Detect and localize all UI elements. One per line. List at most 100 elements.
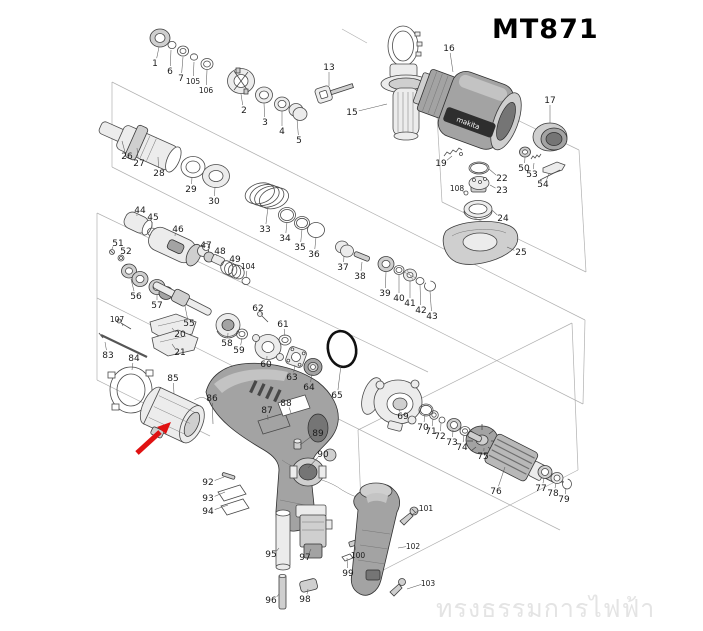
part-73-bearing bbox=[446, 418, 462, 432]
leader-line-94 bbox=[214, 504, 229, 510]
part-label-45: 45 bbox=[147, 213, 158, 223]
leader-line-6 bbox=[170, 49, 172, 67]
part-40-washer bbox=[393, 265, 405, 275]
part-107-screw bbox=[116, 318, 132, 330]
part-29-open-ring bbox=[180, 156, 206, 178]
part-label-97: 97 bbox=[299, 553, 310, 563]
leader-line-85 bbox=[173, 382, 175, 395]
part-2-tool-holder bbox=[227, 67, 255, 95]
part-6-ring bbox=[167, 41, 177, 50]
leader-line-55 bbox=[184, 305, 188, 319]
part-label-42: 42 bbox=[415, 306, 426, 316]
part-label-76: 76 bbox=[490, 487, 502, 497]
leader-line-2 bbox=[240, 93, 243, 106]
part-label-26: 26 bbox=[121, 152, 133, 162]
part-89-cap bbox=[293, 438, 302, 450]
part-4-washer bbox=[274, 96, 290, 112]
part-label-92: 92 bbox=[202, 478, 213, 488]
leader-line-61 bbox=[283, 328, 286, 337]
part-42-o-ring bbox=[415, 277, 425, 285]
part-label-30: 30 bbox=[208, 197, 220, 207]
leader-line-48 bbox=[216, 255, 218, 257]
leader-line-24 bbox=[491, 209, 498, 216]
part-92-pin bbox=[221, 472, 236, 480]
part-label-3: 3 bbox=[262, 118, 268, 128]
part-label-65: 65 bbox=[331, 391, 342, 401]
leader-line-42 bbox=[419, 284, 421, 306]
leader-line-64 bbox=[310, 373, 313, 383]
part-35-ring bbox=[294, 216, 310, 230]
part-drawings: makita bbox=[98, 25, 572, 610]
highlight-arrow-icon bbox=[135, 422, 171, 455]
leader-line-15 bbox=[358, 103, 388, 112]
part-label-102: 102 bbox=[406, 542, 421, 551]
part-label-22: 22 bbox=[496, 174, 507, 184]
leader-line-47 bbox=[204, 248, 206, 251]
part-label-51: 51 bbox=[112, 239, 123, 249]
leader-line-99 bbox=[346, 557, 348, 569]
part-label-47: 47 bbox=[200, 241, 211, 251]
leader-line-43 bbox=[429, 290, 432, 312]
leader-line-49 bbox=[231, 263, 233, 265]
part-label-74: 74 bbox=[456, 443, 468, 453]
leader-line-63 bbox=[293, 364, 296, 373]
part-label-103: 103 bbox=[421, 579, 436, 588]
part-label-85: 85 bbox=[167, 374, 178, 384]
leader-line-88 bbox=[288, 407, 292, 414]
leader-line-59 bbox=[240, 337, 243, 346]
leader-line-93 bbox=[214, 491, 226, 497]
leader-line-84 bbox=[131, 362, 134, 371]
part-label-16: 16 bbox=[443, 44, 455, 54]
part-64-bearing bbox=[303, 358, 323, 376]
leader-line-106 bbox=[206, 69, 208, 86]
part-70-o-ring bbox=[418, 403, 434, 417]
leader-line-98 bbox=[306, 588, 309, 595]
part-label-64: 64 bbox=[303, 383, 315, 393]
leader-line-89 bbox=[299, 435, 313, 446]
leader-line-34 bbox=[285, 221, 288, 234]
part-label-75: 75 bbox=[477, 452, 488, 462]
leader-line-23 bbox=[489, 184, 496, 189]
part-label-70: 70 bbox=[417, 423, 429, 433]
leader-line-107 bbox=[121, 322, 124, 327]
part-label-79: 79 bbox=[558, 495, 570, 505]
part-33-spring bbox=[244, 182, 289, 210]
part-label-57: 57 bbox=[151, 301, 162, 311]
part-label-99: 99 bbox=[342, 569, 354, 579]
leader-line-16 bbox=[449, 52, 454, 73]
part-label-98: 98 bbox=[299, 595, 311, 605]
part-label-106: 106 bbox=[199, 86, 214, 95]
part-label-90: 90 bbox=[317, 450, 329, 460]
part-label-17: 17 bbox=[544, 96, 555, 106]
part-41-gear bbox=[403, 268, 417, 282]
part-65-o-ring bbox=[326, 329, 358, 369]
part-60-flange bbox=[252, 334, 284, 361]
part-101-screw bbox=[399, 506, 419, 526]
part-label-28: 28 bbox=[153, 169, 165, 179]
part-43-c-clip bbox=[424, 280, 436, 292]
leader-line-79 bbox=[564, 487, 567, 495]
part-16-motor-housing: makita bbox=[413, 69, 522, 151]
part-3-ring bbox=[255, 86, 273, 104]
part-95-tube bbox=[275, 509, 291, 571]
part-102-rear-handle bbox=[350, 482, 401, 596]
leader-line-105 bbox=[193, 61, 195, 77]
part-label-33: 33 bbox=[259, 225, 270, 235]
part-label-86: 86 bbox=[206, 394, 218, 404]
part-label-21: 21 bbox=[174, 348, 185, 358]
part-label-62: 62 bbox=[252, 304, 263, 314]
part-48-roller bbox=[211, 254, 225, 266]
part-label-6: 6 bbox=[167, 67, 173, 77]
part-78-ring bbox=[550, 472, 564, 484]
part-34-ring bbox=[278, 207, 296, 223]
model-title: MT871 bbox=[492, 14, 599, 45]
part-104-o-ring bbox=[241, 276, 251, 285]
leader-line-7 bbox=[181, 56, 184, 74]
leader-line-108 bbox=[462, 190, 465, 194]
part-103-screw bbox=[389, 578, 406, 597]
part-93-plate bbox=[217, 484, 247, 502]
leader-line-25 bbox=[506, 246, 515, 251]
part-label-50: 50 bbox=[518, 164, 530, 174]
